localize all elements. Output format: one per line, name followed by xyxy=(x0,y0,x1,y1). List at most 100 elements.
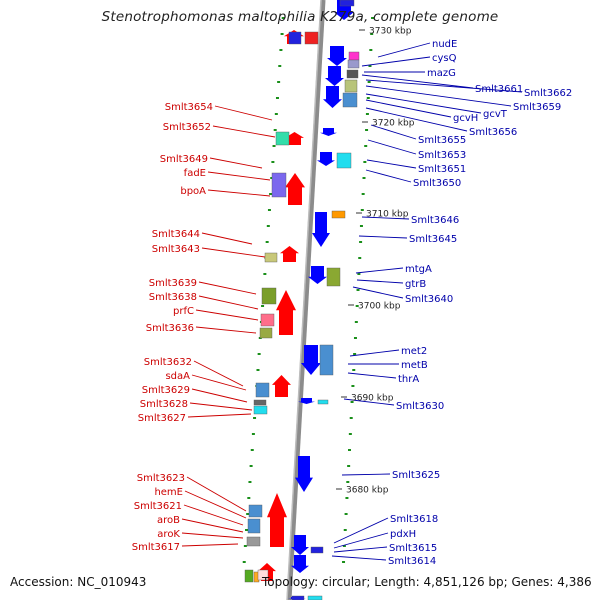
accession-label: Accession: NC_010943 xyxy=(10,575,147,589)
forward-arrow xyxy=(285,132,304,145)
feature-block xyxy=(261,287,277,305)
right-leader-line xyxy=(358,235,408,239)
gene-label-fade: fadE xyxy=(184,168,206,179)
backbone-layer xyxy=(286,0,326,601)
gene-label-gcvt: gcvT xyxy=(483,109,508,120)
left-leader-line xyxy=(189,402,253,411)
right-leader-line xyxy=(365,79,523,93)
gene-label-smlt3652: Smlt3652 xyxy=(163,122,211,133)
gene-label-smlt3627: Smlt3627 xyxy=(138,413,186,424)
gene-label-met2: met2 xyxy=(401,346,427,357)
feature-block xyxy=(304,31,319,45)
gene-label-smlt3659: Smlt3659 xyxy=(513,102,561,113)
gene-label-smlt3649: Smlt3649 xyxy=(160,154,208,165)
right-leader-line xyxy=(343,398,395,406)
right-leader-line xyxy=(365,107,468,132)
right-leader-line xyxy=(331,555,387,561)
left-leader-line xyxy=(187,413,252,418)
reverse-arrow xyxy=(308,266,327,284)
feature-block xyxy=(253,399,267,406)
forward-arrow xyxy=(280,246,299,262)
gene-label-smlt3632: Smlt3632 xyxy=(144,357,192,368)
feature-block xyxy=(264,252,278,263)
gene-label-metb: metB xyxy=(401,360,428,371)
gene-label-smlt3623: Smlt3623 xyxy=(137,473,185,484)
gene-label-smlt3656: Smlt3656 xyxy=(469,127,517,138)
forward-arrow xyxy=(267,493,287,547)
reverse-arrow xyxy=(323,86,342,108)
feature-block xyxy=(248,504,263,518)
left-leader-line xyxy=(186,476,247,512)
left-leader-line xyxy=(195,326,257,334)
feature-block xyxy=(348,51,360,61)
feature-block xyxy=(336,152,352,169)
gene-label-pdxh: pdxH xyxy=(390,529,416,540)
gene-label-prfc: prfC xyxy=(173,306,194,317)
left-leader-line xyxy=(212,125,276,138)
right-leader-line xyxy=(365,99,452,118)
feature-block xyxy=(342,92,358,108)
gene-label-smlt3630: Smlt3630 xyxy=(396,401,444,412)
gene-label-smlt3651: Smlt3651 xyxy=(418,164,466,175)
gene-label-smlt3628: Smlt3628 xyxy=(140,399,188,410)
gene-label-smlt3638: Smlt3638 xyxy=(149,292,197,303)
leader-layer xyxy=(181,42,523,561)
feature-block xyxy=(259,327,273,339)
feature-block xyxy=(271,172,287,198)
feature-block xyxy=(347,59,360,69)
feature-block xyxy=(291,595,305,601)
right-leader-line xyxy=(341,473,391,476)
reverse-arrow xyxy=(325,66,344,86)
gene-label-mtga: mtgA xyxy=(405,264,432,275)
right-leader-line xyxy=(361,56,431,67)
gene-label-mazg: mazG xyxy=(427,68,456,79)
right-leader-line xyxy=(355,267,404,274)
feature-block xyxy=(247,518,261,534)
gene-label-arob: aroB xyxy=(157,515,180,526)
reverse-arrow xyxy=(301,345,321,375)
feature-block xyxy=(246,536,261,547)
feature-block xyxy=(244,569,254,583)
scale-label: 3730 kbp xyxy=(369,27,412,37)
right-leader-line xyxy=(377,42,431,58)
left-leader-line xyxy=(181,532,244,539)
right-leader-line xyxy=(347,372,397,379)
left-leader-line xyxy=(183,504,244,526)
right-leader-line xyxy=(349,349,400,357)
gene-label-smlt3614: Smlt3614 xyxy=(388,556,436,567)
gene-label-smlt3640: Smlt3640 xyxy=(405,294,453,305)
gene-label-smlt3617: Smlt3617 xyxy=(132,542,180,553)
gene-label-smlt3625: Smlt3625 xyxy=(392,470,440,481)
left-leader-line xyxy=(191,374,247,391)
feature-block xyxy=(260,313,275,327)
reverse-arrow xyxy=(291,555,309,573)
left-leader-line xyxy=(207,171,271,181)
gene-label-smlt3661: Smlt3661 xyxy=(475,84,523,95)
left-leader-line xyxy=(191,388,248,403)
feature-block xyxy=(346,69,359,79)
tick-layer xyxy=(242,17,375,563)
gene-label-smlt3646: Smlt3646 xyxy=(411,215,459,226)
feature-block xyxy=(257,569,269,581)
right-leader-line xyxy=(367,139,417,155)
genome-title: Stenotrophomonas maltophilia K279a, comp… xyxy=(101,9,499,25)
left-leader-line xyxy=(193,360,244,387)
gene-label-smlt3636: Smlt3636 xyxy=(146,323,194,334)
feature-block xyxy=(331,210,346,219)
genome-summary: Topology: circular; Length: 4,851,126 bp… xyxy=(262,575,592,589)
right-leader-line xyxy=(361,216,410,220)
gene-label-smlt3653: Smlt3653 xyxy=(418,150,466,161)
reverse-arrow xyxy=(327,46,347,66)
gene-label-smlt3618: Smlt3618 xyxy=(390,514,438,525)
feature-block xyxy=(319,344,334,376)
feature-block xyxy=(310,546,324,554)
gene-label-smlt3654: Smlt3654 xyxy=(165,102,213,113)
reverse-arrow xyxy=(312,212,330,247)
reverse-arrow xyxy=(298,398,315,404)
gene-label-smlt3629: Smlt3629 xyxy=(142,385,190,396)
feature-block xyxy=(344,79,358,93)
gene-label-thra: thrA xyxy=(398,374,419,385)
feature-block xyxy=(253,405,268,415)
